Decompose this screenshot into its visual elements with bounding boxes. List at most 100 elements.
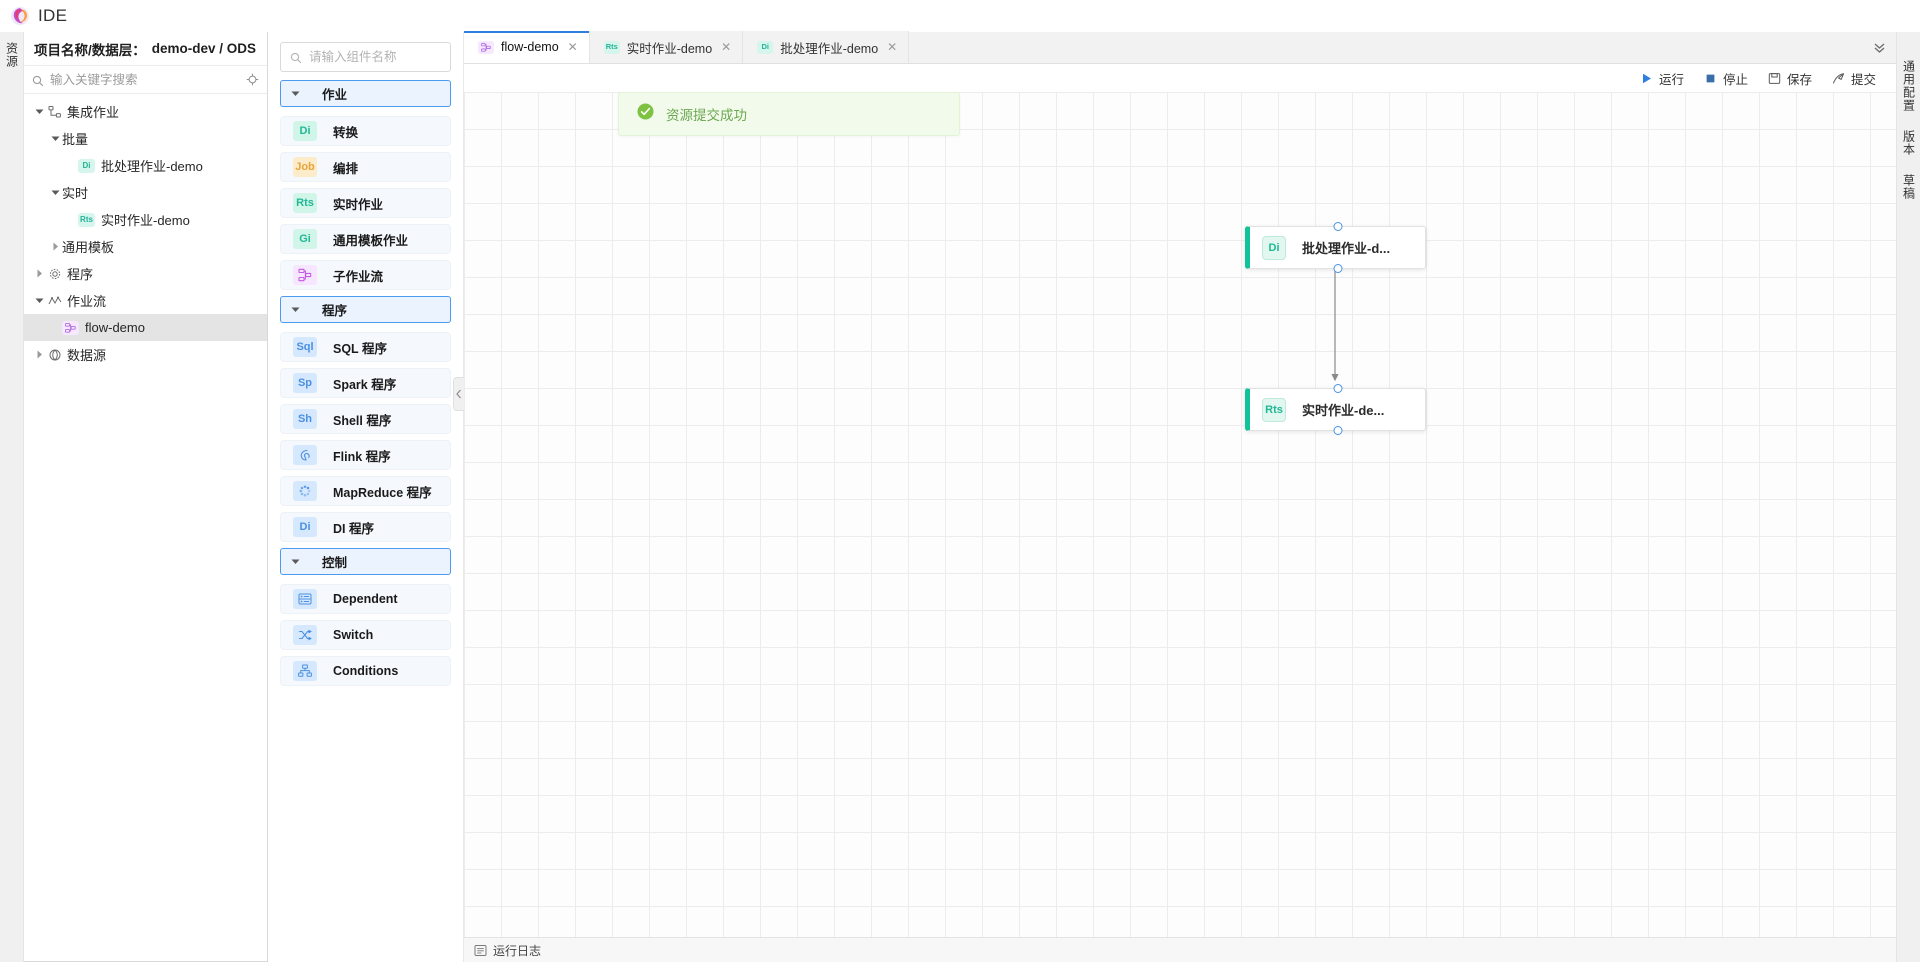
palette-search[interactable] — [280, 42, 470, 72]
palette-collapse-handle[interactable] — [453, 377, 464, 411]
tree-item-label: 程序 — [67, 267, 94, 282]
tree-item-label: 通用模板 — [62, 240, 115, 255]
palette-search-input[interactable] — [309, 50, 470, 64]
rail-tab-version[interactable]: 版本 — [1901, 130, 1916, 156]
palette-item-子作业流[interactable]: 子作业流 — [280, 260, 451, 290]
tree-item-通用模板[interactable]: 通用模板 — [24, 233, 267, 260]
palette-item-Conditions[interactable]: Conditions — [280, 656, 451, 686]
caret-down-icon[interactable] — [291, 305, 300, 314]
palette-item-MapReduce 程序[interactable]: MapReduce 程序 — [280, 476, 451, 506]
tree-item-label: 数据源 — [67, 348, 107, 363]
palette-item-label: Spark 程序 — [333, 377, 397, 392]
tree-item-作业流[interactable]: 作业流 — [24, 287, 267, 314]
rail-tab-draft[interactable]: 草稿 — [1901, 174, 1916, 200]
editor-tab-label: 实时作业-demo — [626, 41, 713, 56]
caret-down-icon[interactable] — [48, 134, 62, 143]
tree-item-数据源[interactable]: 数据源 — [24, 341, 267, 368]
run-log-label[interactable]: 运行日志 — [493, 943, 542, 958]
editor-toolbar: 运行 停止 保存 提交 — [464, 64, 1896, 92]
palette-item-Dependent[interactable]: Dependent — [280, 584, 451, 614]
submit-button[interactable]: 提交 — [1832, 69, 1876, 88]
spark-icon: Sp — [293, 373, 317, 393]
palette-item-label: Shell 程序 — [333, 413, 392, 428]
caret-down-icon[interactable] — [48, 188, 62, 197]
shell-icon: Sh — [293, 409, 317, 429]
tree-item-flow-demo[interactable]: flow-demo — [24, 314, 267, 341]
di-badge-icon: Di — [757, 40, 774, 54]
rail-tab-resource[interactable]: 资源 — [4, 42, 19, 68]
caret-down-icon[interactable] — [32, 107, 46, 116]
palette-group-控制[interactable]: 控制 — [280, 548, 451, 575]
close-icon[interactable]: ✕ — [567, 40, 578, 54]
palette-item-Switch[interactable]: Switch — [280, 620, 451, 650]
save-button-label: 保存 — [1786, 72, 1812, 87]
editor-tab-flow-demo[interactable]: flow-demo✕ — [464, 31, 590, 63]
tree-item-集成作业[interactable]: 集成作业 — [24, 98, 267, 125]
tree-item-label: 实时 — [62, 186, 89, 201]
stop-button-label: 停止 — [1722, 72, 1748, 87]
flink-squirrel-icon — [293, 445, 317, 465]
toast-notification: 资源提交成功 — [618, 92, 960, 136]
tree-item-label: flow-demo — [85, 320, 145, 335]
caret-down-icon[interactable] — [291, 89, 300, 98]
node-port-bottom[interactable] — [1333, 264, 1342, 273]
tree-item-实时[interactable]: 实时 — [24, 179, 267, 206]
node-port-bottom[interactable] — [1333, 426, 1342, 435]
palette-item-Flink 程序[interactable]: Flink 程序 — [280, 440, 451, 470]
chevron-double-down-icon[interactable] — [1862, 31, 1896, 63]
node-port-top[interactable] — [1333, 222, 1342, 231]
palette-item-Shell 程序[interactable]: Sh Shell 程序 — [280, 404, 451, 434]
rail-tab-general-config[interactable]: 通用配置 — [1901, 60, 1916, 112]
flow-node-batch[interactable]: Di 批处理作业-d... — [1245, 222, 1426, 273]
run-button[interactable]: 运行 — [1640, 69, 1684, 88]
flow-node-realtime[interactable]: Rts 实时作业-de... — [1245, 384, 1426, 435]
submit-button-label: 提交 — [1850, 72, 1876, 87]
job-icon: Job — [293, 157, 317, 177]
save-icon — [1768, 72, 1781, 85]
palette-group-程序[interactable]: 程序 — [280, 296, 451, 323]
save-button[interactable]: 保存 — [1768, 69, 1812, 88]
tree-item-程序[interactable]: 程序 — [24, 260, 267, 287]
app-body: 资源 项目名称/数据层： demo-dev / ODS 集成作业批量Di批处理作… — [0, 31, 1920, 962]
flow-canvas[interactable]: Di 批处理作业-d... Rts 实时作业-de... — [464, 92, 1896, 937]
caret-right-icon[interactable] — [32, 350, 46, 359]
palette-item-DI 程序[interactable]: DiDI 程序 — [280, 512, 451, 542]
palette-search-wrap — [268, 32, 470, 80]
log-icon — [474, 944, 487, 957]
palette-item-label: Switch — [333, 628, 374, 642]
stop-icon — [1704, 72, 1717, 85]
close-icon[interactable]: ✕ — [887, 40, 898, 54]
tree-item-批量[interactable]: 批量 — [24, 125, 267, 152]
project-header: 项目名称/数据层： demo-dev / ODS — [24, 32, 267, 66]
caret-down-icon[interactable] — [32, 296, 46, 305]
status-bar: 运行日志 — [464, 937, 1896, 962]
palette-group-作业[interactable]: 作业 — [280, 80, 451, 107]
search-icon — [32, 74, 44, 86]
stop-button[interactable]: 停止 — [1704, 69, 1748, 88]
search-icon — [290, 51, 302, 64]
caret-right-icon[interactable] — [32, 269, 46, 278]
caret-down-icon[interactable] — [291, 557, 300, 566]
close-icon[interactable]: ✕ — [721, 40, 732, 54]
datasource-icon — [46, 348, 64, 362]
tree-item-label: 集成作业 — [67, 105, 120, 120]
locate-target-icon[interactable] — [246, 73, 259, 86]
node-port-top[interactable] — [1333, 384, 1342, 393]
palette-item-Spark 程序[interactable]: Sp Spark 程序 — [280, 368, 451, 398]
caret-right-icon[interactable] — [48, 242, 62, 251]
workflow-icon — [46, 294, 64, 308]
palette-item-SQL 程序[interactable]: SqlSQL 程序 — [280, 332, 451, 362]
search-input[interactable] — [50, 72, 240, 87]
resource-search[interactable] — [24, 66, 267, 94]
